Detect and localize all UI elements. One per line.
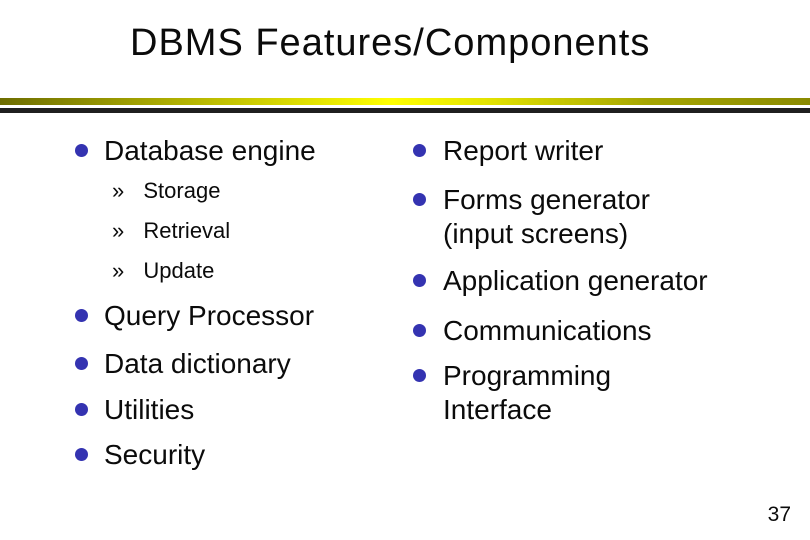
- bullet-item-label: Report writer: [443, 135, 604, 166]
- sub-item-retrieval: » Retrieval: [112, 217, 230, 245]
- sub-item-label: Update: [143, 258, 215, 283]
- bullet-item-label: Utilities: [104, 394, 195, 425]
- bullet-item-label: Security: [104, 439, 206, 470]
- sub-item-update: » Update: [112, 257, 214, 285]
- bullet-item-security: Security: [75, 438, 205, 472]
- bullet-item-utilities: Utilities: [75, 393, 194, 427]
- bullet-dot-icon: [75, 403, 88, 416]
- bullet-item-label-line2: Interface: [443, 394, 552, 425]
- bullet-item-label: Communications: [443, 315, 652, 346]
- bullet-dot-icon: [413, 324, 426, 337]
- page-number: 37: [767, 503, 791, 526]
- bullet-item-programming-interface: Programming Interface: [413, 359, 611, 427]
- bullet-dot-icon: [75, 448, 88, 461]
- bullet-item-data-dictionary: Data dictionary: [75, 347, 291, 381]
- bullet-dot-icon: [413, 144, 426, 157]
- sub-item-storage: » Storage: [112, 177, 220, 205]
- bullet-dot-icon: [75, 144, 88, 157]
- sub-item-label: Retrieval: [143, 218, 231, 243]
- bullet-dot-icon: [413, 274, 426, 287]
- bullet-item-label: Data dictionary: [104, 348, 291, 379]
- bullet-item-label: Programming: [443, 360, 612, 391]
- bullet-item-label: Application generator: [443, 265, 708, 296]
- bullet-dot-icon: [413, 369, 426, 382]
- bullet-item-communications: Communications: [413, 314, 652, 348]
- bullet-item-query-processor: Query Processor: [75, 299, 314, 333]
- bullet-item-report-writer: Report writer: [413, 134, 603, 168]
- slide-title: DBMS Features/Components: [130, 22, 651, 64]
- guillemet-marker-icon: »: [112, 218, 125, 243]
- bullet-dot-icon: [413, 193, 426, 206]
- bullet-dot-icon: [75, 357, 88, 370]
- bullet-item-label-line2: (input screens): [443, 218, 629, 249]
- title-divider-dark-bar: [0, 108, 810, 113]
- bullet-item-label: Database engine: [104, 135, 316, 166]
- bullet-item-database-engine: Database engine: [75, 134, 316, 168]
- bullet-dot-icon: [75, 309, 88, 322]
- title-divider-gradient-bar: [0, 98, 810, 105]
- bullet-item-label: Forms generator: [443, 184, 650, 215]
- sub-item-label: Storage: [143, 178, 221, 203]
- guillemet-marker-icon: »: [112, 258, 125, 283]
- bullet-item-application-generator: Application generator: [413, 264, 708, 298]
- bullet-item-forms-generator: Forms generator (input screens): [413, 183, 650, 251]
- guillemet-marker-icon: »: [112, 178, 125, 203]
- bullet-item-label: Query Processor: [104, 300, 315, 331]
